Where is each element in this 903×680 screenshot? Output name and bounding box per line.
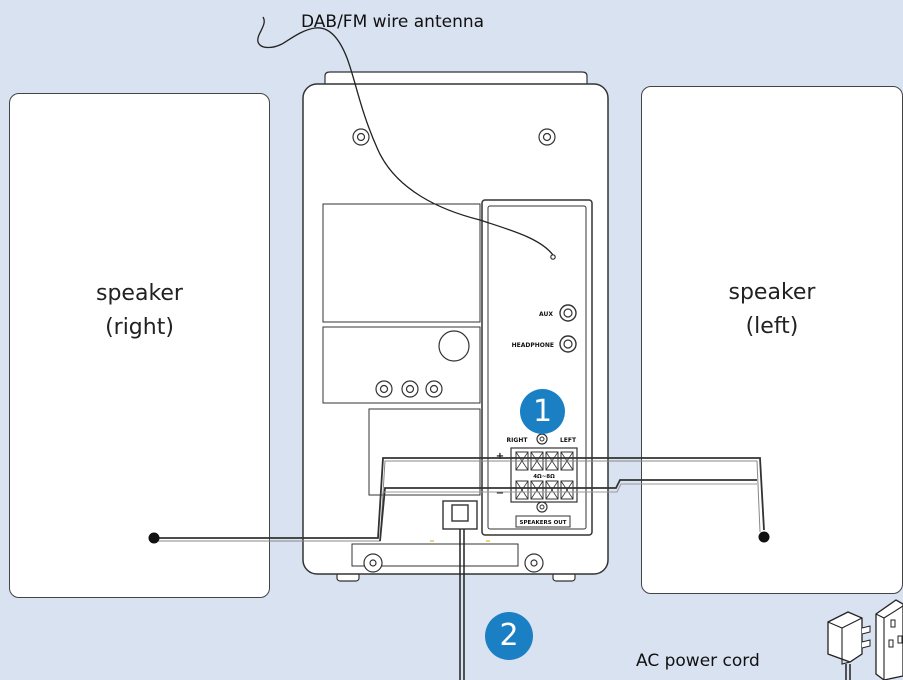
terminal-top-screw-inner bbox=[539, 436, 545, 442]
speaker-left-wire-inner bbox=[384, 483, 757, 493]
terminal-right-minus bbox=[515, 480, 529, 500]
headphone-jack-outer bbox=[559, 335, 577, 353]
step-1-badge: 1 bbox=[520, 389, 565, 434]
antenna-wire bbox=[257, 16, 554, 256]
terminal-left-minus-x bbox=[545, 480, 559, 500]
speaker-left-wire bbox=[379, 479, 757, 542]
terminal-left-minus-b bbox=[560, 480, 574, 500]
jack-2-outer bbox=[401, 380, 419, 398]
terminal-right-label: RIGHT bbox=[507, 437, 529, 444]
terminal-minus-label: − bbox=[496, 488, 504, 499]
terminal-left-label: LEFT bbox=[560, 437, 577, 444]
speaker-left-label-line1: speaker bbox=[728, 280, 816, 305]
wall-socket-icon bbox=[875, 599, 903, 680]
power-socket-inner bbox=[451, 504, 469, 522]
terminal-top-screw bbox=[536, 433, 548, 445]
aux-jack-inner bbox=[563, 308, 573, 318]
ac-adapter-icon bbox=[827, 611, 871, 665]
left-panel-lower bbox=[368, 408, 481, 496]
speaker-right-wire-inner bbox=[156, 460, 761, 542]
jack-2-inner bbox=[405, 384, 415, 394]
base-screw-left-outer bbox=[363, 553, 383, 573]
speaker-right-wire-end bbox=[148, 532, 160, 544]
speaker-left-label-line2: (left) bbox=[745, 314, 799, 339]
speaker-right-label: speaker (right) bbox=[10, 277, 269, 345]
speakers-out-label: SPEAKERS OUT bbox=[519, 520, 566, 526]
unit-top-rim bbox=[324, 71, 588, 84]
top-screw-right-inner bbox=[542, 132, 552, 142]
headphone-jack-inner bbox=[563, 339, 573, 349]
unit-base-strip bbox=[351, 543, 519, 567]
speaker-right-box: speaker (right) bbox=[9, 93, 270, 598]
jack-3-outer bbox=[425, 380, 443, 398]
terminal-left-minus bbox=[545, 480, 559, 500]
terminal-bottom-screw-inner bbox=[539, 504, 545, 510]
left-panel-middle bbox=[322, 326, 481, 404]
power-socket bbox=[442, 500, 478, 530]
base-screw-left-inner bbox=[369, 559, 377, 567]
round-port bbox=[438, 330, 470, 362]
terminal-bottom-screw bbox=[536, 501, 548, 513]
jack-1-inner bbox=[379, 384, 389, 394]
ac-power-cord-caption: AC power cord bbox=[636, 651, 760, 671]
step-1-number: 1 bbox=[532, 394, 553, 429]
terminal-right-minus-b-x bbox=[530, 480, 544, 500]
terminal-right-minus-b bbox=[530, 480, 544, 500]
speakers-out-plate bbox=[515, 515, 571, 528]
speaker-right-label-line2: (right) bbox=[105, 315, 174, 340]
power-cord bbox=[459, 529, 465, 680]
antenna-caption: DAB/FM wire antenna bbox=[301, 12, 485, 32]
step-2-badge: 2 bbox=[485, 612, 533, 660]
speaker-right-wire bbox=[154, 457, 765, 539]
aux-jack-outer bbox=[559, 304, 577, 322]
jack-1-outer bbox=[375, 380, 393, 398]
top-screw-right-outer bbox=[538, 128, 556, 146]
terminal-ohms-label: 4Ω~8Ω bbox=[533, 474, 555, 480]
aux-label: AUX bbox=[539, 311, 553, 318]
terminal-left-minus-b-x bbox=[560, 480, 574, 500]
headphone-label: HEADPHONE bbox=[512, 342, 554, 349]
top-screw-left-outer bbox=[352, 128, 370, 146]
left-panel-upper bbox=[322, 203, 481, 323]
speaker-left-wire-end bbox=[758, 531, 770, 543]
step-2-number: 2 bbox=[499, 618, 519, 653]
speaker-right-label-line1: speaker bbox=[96, 281, 183, 306]
jack-3-inner bbox=[429, 384, 439, 394]
terminal-right-minus-x bbox=[515, 480, 529, 500]
base-screw-right-outer bbox=[524, 553, 544, 573]
power-cord-right bbox=[845, 664, 851, 680]
base-screw-right-inner bbox=[530, 559, 538, 567]
speaker-left-label: speaker (left) bbox=[642, 276, 902, 344]
top-screw-left-inner bbox=[356, 132, 366, 142]
terminal-plus-label: + bbox=[496, 451, 504, 462]
connector-panel-inner bbox=[487, 205, 587, 530]
